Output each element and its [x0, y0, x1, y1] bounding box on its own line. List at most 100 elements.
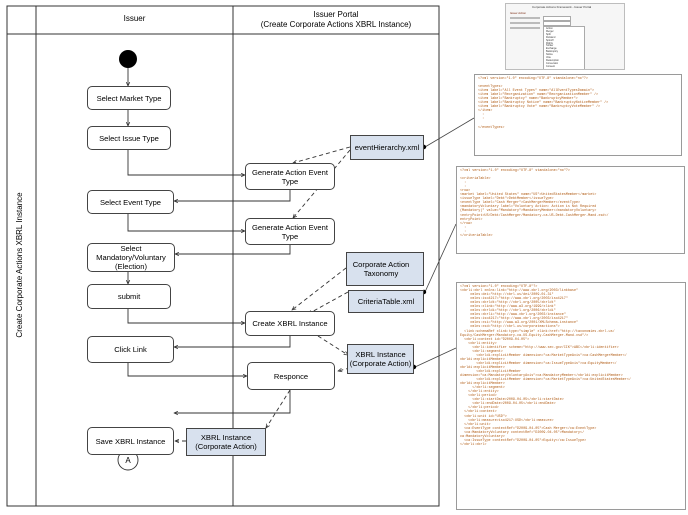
code-line: <xbrli:identifier scheme="http://www.sec…	[460, 345, 619, 350]
code-line: Equity/CashMerger/Mandatory-ca-US-Equity…	[460, 333, 589, 338]
code-line: <xbrli:unit id="USD">	[460, 414, 507, 419]
screenshot-list-item: Dividend	[546, 35, 556, 39]
code-line: xmlns:xbrldi="http://xbrl.org/2006/xbrld…	[460, 309, 556, 314]
flow-7	[127, 309, 245, 323]
activity-select-event-type: Select Event Type	[87, 190, 174, 214]
code-line: <xbrldi:explicitMember dimension="ca:Iss…	[460, 361, 617, 366]
code-line: </xbrli:segment>	[460, 386, 505, 391]
activity-select-market-type: Select Market Type	[87, 86, 171, 110]
screenshot-list-item: Tender	[546, 44, 554, 48]
flow-10	[174, 390, 291, 413]
screenshot-list-item: Merger	[546, 29, 554, 33]
activity-generate-event-type-2: Generate Action Event Type	[245, 218, 335, 245]
connector-a-label: A	[125, 456, 131, 465]
screenshot-list-item: Exchange	[546, 47, 557, 51]
code-line: xbrldi:explicitMember>	[460, 357, 505, 362]
code-line: <row>	[460, 189, 471, 194]
code-line: <mandatoryVoluntary label="Voluntary Act…	[460, 205, 597, 210]
code-line: </xbrli:xbrl>	[460, 442, 487, 447]
screenshot-list-item: Bankruptcy	[546, 50, 558, 54]
anchor-line-criteria	[424, 223, 457, 293]
screenshot-list-item: Action	[546, 27, 553, 30]
code-line: <item label="Bankruptcy" name="Bankruptc…	[478, 97, 578, 102]
code-line: xmlns:dei="http://xbrl.us/dei/2009-01-31…	[460, 293, 554, 298]
code-line: <?xml version="1.0" encoding="UTF-8" sta…	[478, 77, 588, 81]
flow-4	[127, 214, 245, 231]
code-line: <?xml version="1.0" encoding="UTF-8"?>	[460, 285, 538, 289]
code-panel-xbrl-instance: <?xml version="1.0" encoding="UTF-8"?><x…	[456, 282, 686, 510]
flow-9	[127, 363, 247, 376]
code-line: xmlns:xbrldt="http://xbrl.org/2005/xbrld…	[460, 301, 556, 306]
code-line: <xbrldi:explicitMember	[460, 369, 522, 374]
code-line: :	[460, 229, 467, 234]
screenshot-list-item: Consent	[546, 64, 555, 68]
code-line: <xbrli:context id="D2009-04-05">	[460, 337, 530, 342]
anchor-line-hierarchy	[424, 117, 475, 148]
activity-select-mandatory-voluntary: Select Mandatory/Voluntary (Election)	[87, 243, 175, 272]
lane-header-portal: Issuer Portal	[313, 10, 359, 19]
code-line: <xbrli:segment>	[460, 349, 503, 354]
code-line: <xbrli:xbrl xmlns:link="http://www.xbrl.…	[460, 289, 579, 294]
screenshot-list-item: Rights	[546, 41, 553, 45]
code-line: ca:MandatoryVoluntary>	[460, 434, 505, 439]
code-line: xmlns:xbrli="http://www.xbrl.org/2003/in…	[460, 313, 566, 318]
activity-save-xbrl-instance: Save XBRL Instance	[87, 427, 174, 455]
code-line: xbrldi:explicitMember>	[460, 365, 505, 370]
code-line: :	[478, 117, 485, 122]
code-line: <?xml version="1.0" encoding="UTF-8" sta…	[460, 169, 570, 173]
object-xbrl-instance-2: XBRL Instance (Corporate Action)	[186, 428, 266, 456]
code-line: </xbrli:context>	[460, 410, 497, 415]
object-corporate-action-taxonomy: Corporate Action Taxonomy	[346, 252, 424, 286]
flow-5	[175, 245, 291, 254]
object-criteria-table-xml: CriteriaTable.xml	[348, 290, 424, 313]
code-line: xmlns:xsi="http://www.w3.org/2001/XMLSch…	[460, 321, 579, 326]
code-line: <criteriaTable>	[460, 177, 491, 182]
screenshot-select-1	[543, 16, 571, 21]
code-line: <ca:MandatoryVoluntary contextRef="D2009…	[460, 430, 585, 435]
code-line: :	[460, 185, 467, 190]
screenshot-select-2	[543, 21, 571, 26]
objflow-responce-to-instance	[266, 389, 291, 428]
code-line: <item label="Bankruptcy Notice" name="Ba…	[478, 101, 609, 106]
code-line: </xbrli:period>	[460, 406, 499, 411]
object-flows	[175, 146, 351, 441]
flow-8	[174, 336, 291, 347]
code-line: <xbrli:endDate>2009-04-05</xbrli:endDate…	[460, 402, 556, 407]
code-line: <xbrldi:explicitMember dimension="ca:Mar…	[460, 353, 627, 358]
code-line: <item label="Reorganization" name="Reorg…	[478, 93, 599, 98]
code-line: <entryPoint>US/Debt/CashMerger/Mandatory…	[460, 213, 609, 218]
objflow-to-instance	[317, 335, 348, 355]
code-line: <link:schemaRef xlink:type="simple" xlin…	[460, 329, 615, 334]
code-panel-criteria-table: <?xml version="1.0" encoding="UTF-8" sta…	[456, 166, 685, 254]
code-line: xmlns:xlink="http://www.w3.org/1999/xlin…	[460, 305, 556, 310]
code-line: <market label="United States" name="US">…	[460, 193, 597, 198]
code-line: <ca:EventType contextRef="D2009-04-05">C…	[460, 426, 597, 431]
lane-header-issuer: Issuer	[123, 14, 146, 23]
screenshot-list-item: Vote	[546, 56, 551, 59]
code-line: <eventType label="Cash Merger">CashMerge…	[460, 201, 581, 206]
code-line: <xbrli:measure>iso4217:USD</xbrli:measur…	[460, 418, 554, 423]
code-line: </item>	[478, 109, 493, 114]
screenshot-field-2	[510, 22, 540, 24]
code-line: <xbrli:period>	[460, 394, 497, 399]
objflow-taxonomy	[292, 267, 347, 310]
code-line: <xbrldi:explicitMember dimension="ca:Mar…	[460, 378, 631, 383]
object-xbrl-instance-1: XBRL Instance (Corporate Action)	[347, 344, 414, 374]
code-line: xmlns:iso4217="http://www.xbrl.org/2003/…	[460, 297, 568, 302]
code-panel-event-hierarchy: <?xml version="1.0" encoding="UTF-8" sta…	[474, 74, 682, 156]
code-line: </criteriaTable>	[460, 233, 493, 238]
screenshot-list-item: Split	[546, 32, 551, 36]
swimlane-frame	[6, 5, 440, 507]
activity-submit: submit	[87, 284, 171, 309]
annotation-connectors	[414, 117, 475, 368]
screenshot-list-item: Redemption	[546, 58, 559, 62]
screenshot-title: Corporate Actions Framework - Issuer Por…	[532, 5, 592, 9]
code-line: :	[460, 181, 467, 186]
code-line: <eventTypes>	[478, 85, 503, 90]
code-line: :	[460, 225, 467, 230]
code-line: </eventTypes>	[478, 125, 505, 130]
code-line: <ca:IssueType contextRef="D2009-04-05">E…	[460, 438, 587, 443]
screenshot-field-1	[510, 17, 540, 19]
